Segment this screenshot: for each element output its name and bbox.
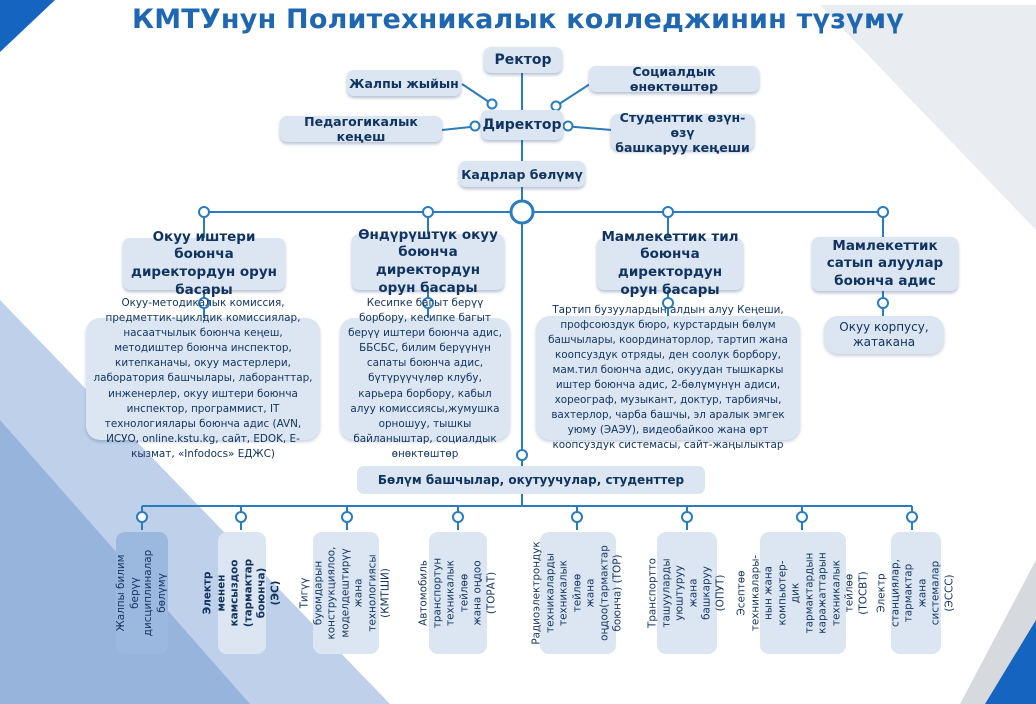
deputy-industrial-desc: Кесипке багыт берүү борбору, кесипке баг… <box>340 297 510 460</box>
department-automobile: Автомобиль транспортун техникалык тейлөө… <box>417 532 497 654</box>
pedagogical-council-box: Педагогикалык кеңеш <box>280 114 442 144</box>
department-power-supply: Электр менен камсыздоо (тармактар боюнча… <box>201 532 281 654</box>
general-meeting-box: Жалпы жыйын <box>347 70 461 96</box>
corner-bottom-right-blue <box>985 620 1036 704</box>
social-partners-box: Социалдык өнөктөштөр <box>589 64 759 94</box>
deputy-industrial-box: Өндүрүштүк окуу боюнча директордун орун … <box>352 227 504 296</box>
corner-top-left-blue <box>0 0 55 52</box>
department-computing: Эсептөө техникалары- нын жана компьютер-… <box>735 532 869 654</box>
department-general-education: Жалпы билим берүү дисциплиналар бөлүмү <box>115 532 168 654</box>
director-box: Директор <box>481 110 563 140</box>
corner-top-right-gray <box>820 5 1036 230</box>
heads-teachers-students-box: Бөлүм башчылар, окутуучулар, студенттер <box>357 466 705 494</box>
hub-node <box>509 199 535 225</box>
deputy-state-language-desc: Тартип бузуулардын алдын алуу Кеңеши, пр… <box>536 304 800 451</box>
student-council-box: Студенттик өзүн-өзү башкаруу кеңеши <box>611 110 754 155</box>
department-power-stations: Электр станциялар, тармактар жана систем… <box>875 532 955 654</box>
department-transport: Транспортто ташууларды уюштуруу жана баш… <box>646 532 726 654</box>
deputy-academic-desc: Окуу-методикалык комиссия, предметтик-ци… <box>86 297 320 460</box>
rector-box: Ректор <box>484 47 562 73</box>
hr-department-box: Кадрлар бөлүмү <box>459 161 585 187</box>
department-radio-electronics: Радиоэлектрондук техникаларды техникалык… <box>531 532 624 654</box>
department-garment: Тигүү буюмдарын конструкциялоо, моделдеш… <box>299 532 392 654</box>
procurement-specialist-box: Мамлекеттик сатып алуулар боюнча адис <box>812 237 958 291</box>
deputy-state-language-box: Мамлекеттик тил боюнча директордун орун … <box>597 229 743 298</box>
page-title: КМТУнун Политехникалык колледжинин түзүм… <box>131 4 905 35</box>
deputy-academic-box: Окуу иштери боюнча директордун орун баса… <box>123 229 285 298</box>
procurement-specialist-desc: Окуу корпусу, жатакана <box>824 316 944 354</box>
